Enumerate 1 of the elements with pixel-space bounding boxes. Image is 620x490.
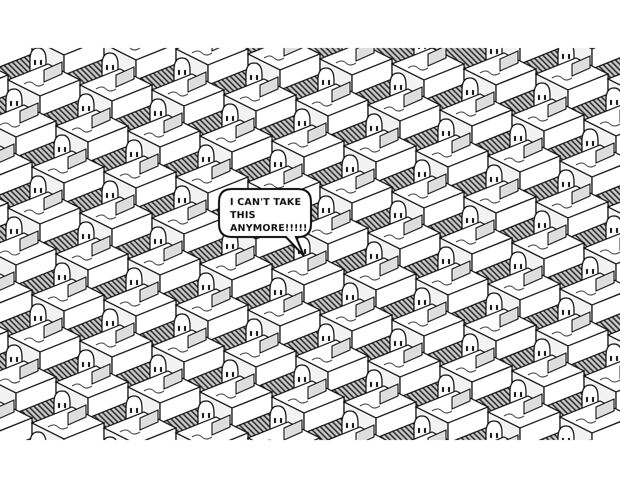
speech-text: I CAN'T TAKE THIS ANYMORE!!!!!: [230, 196, 309, 235]
